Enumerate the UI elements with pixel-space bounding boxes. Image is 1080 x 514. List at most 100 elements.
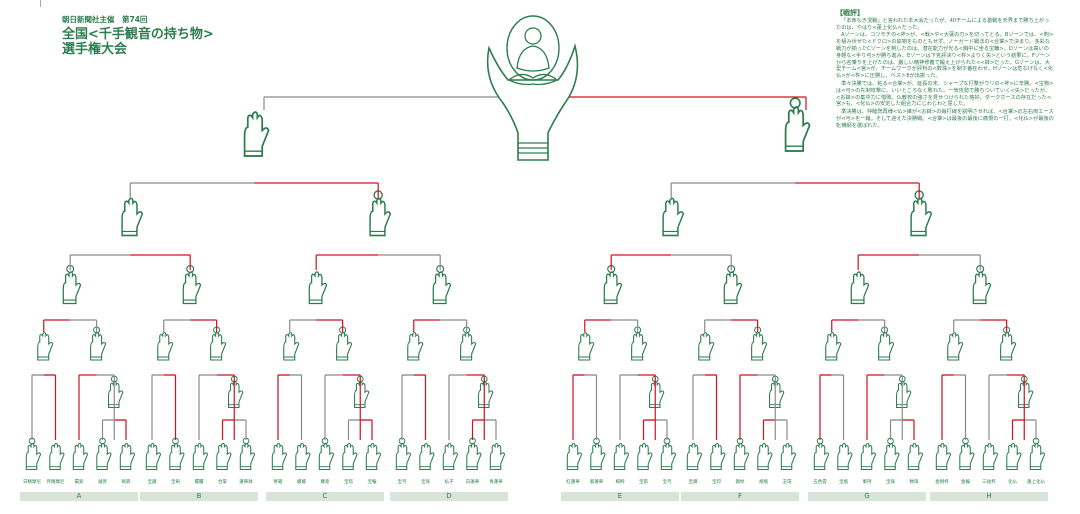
entrant-icon — [271, 442, 288, 471]
hand-outline — [733, 442, 750, 471]
entrant-name: 蓮上化仏 — [1027, 480, 1045, 485]
entrant-icon — [239, 437, 256, 471]
hand-outline — [283, 331, 300, 361]
entrant-icon — [1006, 442, 1022, 471]
hand-cuff — [370, 230, 385, 237]
hand-outline — [145, 442, 162, 471]
winner-icon — [1018, 375, 1034, 409]
hand-cuff — [781, 466, 792, 470]
hand-outline — [982, 442, 999, 471]
hand-cuff — [724, 299, 737, 305]
winner-icon — [769, 375, 785, 409]
hand-cuff — [460, 356, 472, 361]
hand-outline — [710, 442, 726, 471]
quarterfinalist-icon — [972, 264, 992, 305]
entrant-name: 宝瓶 — [839, 480, 848, 485]
hand-cuff — [466, 466, 478, 470]
block-label-a: A — [20, 492, 138, 501]
block-label-b: B — [140, 492, 258, 501]
finalist-icon — [243, 111, 270, 157]
lotus-base — [507, 73, 559, 86]
block-label-c: C — [266, 492, 384, 501]
entrant-icon — [419, 442, 435, 471]
hand-outline — [37, 331, 54, 361]
entrant-name: 胡瓶 — [759, 480, 768, 485]
hand-cuff — [244, 150, 263, 157]
entrant-icon — [365, 442, 382, 471]
hand-outline — [649, 380, 665, 409]
hand-cuff — [407, 356, 419, 361]
entrant-name: 宝珠 — [886, 480, 895, 485]
hand-outline — [216, 442, 232, 471]
entrant-icon — [489, 442, 506, 471]
hand-cuff — [419, 466, 431, 470]
hand-cuff — [216, 466, 228, 470]
hand-outline — [837, 442, 853, 471]
hand-outline — [1029, 442, 1046, 471]
page-title: 全国<千手観音の持ち物> 選手権大会 — [62, 27, 214, 57]
hand-cuff — [687, 466, 698, 470]
entrant-name: 羅索 — [320, 480, 330, 485]
hand-outline — [62, 271, 82, 305]
hand-cuff — [936, 466, 947, 470]
hand-outline — [157, 331, 174, 361]
hand-outline — [578, 331, 595, 361]
entrant-icon — [637, 442, 653, 471]
entrant-name: 払子 — [444, 480, 454, 485]
entrant-icon — [342, 442, 358, 471]
hand-outline — [478, 380, 494, 409]
hand-outline — [243, 111, 270, 157]
entrant-name: 玉環 — [782, 480, 792, 485]
hand-cuff — [861, 466, 872, 470]
quarterfinalist-icon — [432, 264, 452, 305]
hand-outline — [631, 331, 648, 361]
winner-icon — [578, 331, 595, 361]
hand-outline — [210, 331, 227, 361]
entrant-icon — [959, 437, 975, 471]
entrant-icon — [710, 442, 726, 471]
hand-outline — [590, 442, 606, 471]
hand-cuff — [122, 230, 137, 237]
hand-cuff — [1000, 356, 1012, 361]
winner-icon — [228, 375, 244, 409]
hand-outline — [271, 442, 288, 471]
corner-mark — [40, 0, 41, 7]
entrant-icon — [25, 437, 42, 471]
hand-cuff — [396, 466, 407, 470]
quarterfinalist-icon — [850, 271, 870, 305]
hand-cuff — [814, 466, 825, 470]
hand-cuff — [637, 466, 649, 470]
hand-outline — [460, 331, 477, 361]
hand-cuff — [837, 466, 849, 470]
hand-outline — [182, 271, 202, 305]
hand-cuff — [73, 466, 84, 470]
hand-outline — [907, 442, 924, 471]
hand-cuff — [169, 466, 181, 470]
winner-icon — [698, 331, 715, 361]
hand-cuff — [49, 466, 61, 470]
winner-icon — [631, 326, 648, 361]
hand-outline — [825, 331, 842, 361]
hand-outline — [336, 331, 353, 361]
entrant-name: 髑髏 — [194, 480, 204, 485]
hand-cuff — [443, 466, 454, 470]
hand-cuff — [210, 356, 222, 361]
hand-outline — [369, 197, 392, 237]
hand-cuff — [309, 299, 322, 305]
commentary-paragraph: 「本命なき混戦」と言われた本大会だったが、40チームによる激戦を天界まで勝ち上が… — [836, 17, 1050, 31]
hand-outline — [365, 442, 382, 471]
hand-outline — [850, 271, 870, 305]
hand-outline — [108, 380, 124, 409]
entrant-name: 数珠 — [909, 480, 919, 485]
entrant-name: 螺螺 — [297, 480, 306, 485]
quarterfinalist-icon — [603, 264, 623, 305]
entrant-icon — [96, 437, 112, 471]
quarterfinalist-icon — [308, 271, 328, 305]
hand-outline — [769, 380, 785, 409]
hand-cuff — [751, 356, 763, 361]
entrant-name: 宝弓 — [397, 480, 407, 485]
winner-icon — [407, 331, 424, 361]
entrant-name: 軍持 — [862, 480, 872, 485]
entrant-name: 宝剣 — [171, 480, 180, 485]
